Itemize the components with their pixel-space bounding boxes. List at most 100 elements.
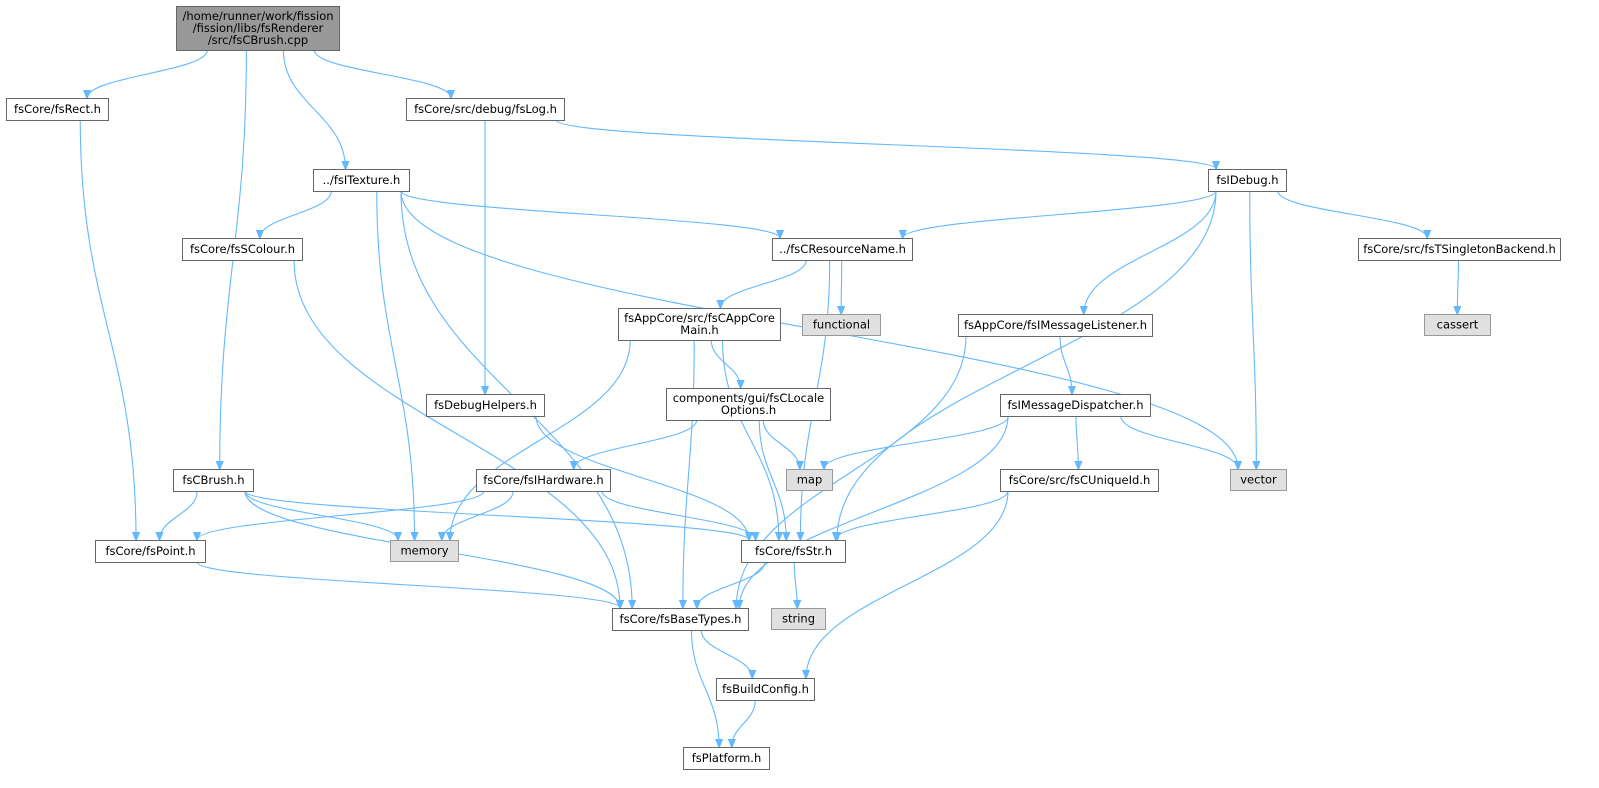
node-box[interactable] [1000,394,1151,417]
node-box[interactable] [6,98,109,121]
node-label: cassert [1437,318,1479,332]
edge-fsCAppCoreMain-to-fsCLocaleOptions [710,339,740,388]
node-fsDebugHelpers[interactable]: fsDebugHelpers.h [426,394,545,417]
node-fsIMessageListener[interactable]: fsAppCore/fsIMessageListener.h [958,314,1153,337]
node-label: Options.h [721,403,776,417]
edge-fsStr-to-fsBaseTypes [697,561,766,608]
edge-fsIHardware-to-fsStr [601,490,756,540]
node-label: fsDebugHelpers.h [434,398,537,412]
node-box[interactable] [618,308,781,341]
node-box[interactable] [666,388,831,421]
node-box[interactable] [1208,169,1287,192]
edge-fsIDebug-to-vector [1249,190,1257,469]
edge-fsIHardware-to-memory [442,490,514,540]
edge-fsCLocaleOptions-to-map [762,419,800,469]
node-box[interactable] [1000,469,1159,492]
node-fsPoint[interactable]: fsCore/fsPoint.h [95,540,206,563]
node-cassert[interactable]: cassert [1424,314,1491,336]
node-box[interactable] [683,747,770,770]
node-fsPlatform[interactable]: fsPlatform.h [683,747,770,770]
node-box[interactable] [958,314,1153,337]
node-box[interactable] [1358,238,1561,261]
node-box[interactable] [741,540,846,563]
node-label: functional [813,318,870,332]
node-functional[interactable]: functional [802,314,881,336]
node-box[interactable] [176,6,340,51]
node-label: fsPlatform.h [692,751,761,765]
edge-fsBuildConfig-to-fsPlatform [732,699,756,747]
edge-fsCBrush-to-memory [244,490,398,540]
node-fsITexture[interactable]: ../fsITexture.h [313,169,410,192]
node-fsLog[interactable]: fsCore/src/debug/fsLog.h [406,98,565,121]
edge-fsDebugHelpers-to-fsStr [535,415,749,540]
node-string[interactable]: string [771,608,826,630]
node-root[interactable]: /home/runner/work/fission/fission/libs/f… [176,6,340,51]
node-label: fsCore/src/fsTSingletonBackend.h [1363,242,1556,256]
node-label: fsCore/fsBaseTypes.h [620,612,742,626]
node-fsBuildConfig[interactable]: fsBuildConfig.h [716,678,815,701]
node-box[interactable] [406,98,565,121]
edge-fsTSingletonBackend-to-cassert [1457,259,1458,314]
node-fsIHardware[interactable]: fsCore/fsIHardware.h [476,469,611,492]
node-box[interactable] [802,314,881,336]
node-fsCResourceName[interactable]: ../fsCResourceName.h [772,238,913,261]
edge-fsCAppCoreMain-to-fsStr [721,339,779,540]
node-label: /home/runner/work/fission [182,9,333,23]
node-fsSColour[interactable]: fsCore/fsSColour.h [182,238,303,261]
edge-fsIHardware-to-fsPoint [197,490,485,540]
node-vector[interactable]: vector [1230,469,1287,491]
node-label: fsCore/fsSColour.h [190,242,295,256]
node-box[interactable] [173,469,254,492]
node-box[interactable] [182,238,303,261]
node-box[interactable] [772,238,913,261]
edge-fsITexture-to-memory [376,190,415,540]
edge-fsIMessageDispatcher-to-fsCUniqueId [1076,415,1078,469]
edge-fsIMessageListener-to-fsBaseTypes [736,335,967,608]
node-box[interactable] [426,394,545,417]
node-box[interactable] [716,678,815,701]
node-box[interactable] [771,608,826,630]
node-label: fsBuildConfig.h [722,682,809,696]
node-fsIDebug[interactable]: fsIDebug.h [1208,169,1287,192]
node-label: ../fsCResourceName.h [779,242,906,256]
node-fsCUniqueId[interactable]: fsCore/src/fsCUniqueId.h [1000,469,1159,492]
node-memory[interactable]: memory [390,540,459,562]
node-fsTSingletonBackend[interactable]: fsCore/src/fsTSingletonBackend.h [1358,238,1561,261]
node-box[interactable] [476,469,611,492]
node-fsStr[interactable]: fsCore/fsStr.h [741,540,846,563]
node-fsRect[interactable]: fsCore/fsRect.h [6,98,109,121]
node-box[interactable] [612,608,749,631]
edge-fsITexture-to-fsSColour [260,190,332,238]
edge-fsIMessageListener-to-fsIMessageDispatcher [1059,335,1072,394]
node-box[interactable] [1424,314,1491,336]
nodes-layer: /home/runner/work/fission/fission/libs/f… [6,6,1561,770]
edge-fsIMessageDispatcher-to-vector [1120,415,1238,469]
node-label: fsCore/fsPoint.h [105,544,195,558]
node-label: fsAppCore/src/fsCAppCore [624,311,775,325]
node-label: /fission/libs/fsRenderer [193,21,324,35]
node-box[interactable] [1230,469,1287,491]
node-label: fsCore/src/fsCUniqueId.h [1009,473,1150,487]
edge-root-to-fsITexture [282,49,345,169]
edge-fsCLocaleOptions-to-fsStr [758,419,786,540]
edge-root-to-fsLog [313,49,451,98]
edge-fsLog-to-fsIDebug [555,119,1216,169]
node-box[interactable] [390,540,459,562]
edge-fsCUniqueId-to-fsBuildConfig [806,490,1009,678]
node-box[interactable] [786,469,833,491]
node-map[interactable]: map [786,469,833,491]
node-box[interactable] [95,540,206,563]
edge-fsIMessageDispatcher-to-fsBaseTypes [739,415,1009,608]
edge-fsCAppCoreMain-to-fsBaseTypes [683,339,695,608]
node-box[interactable] [313,169,410,192]
node-fsBaseTypes[interactable]: fsCore/fsBaseTypes.h [612,608,749,631]
edge-fsCAppCoreMain-to-memory [450,339,631,540]
node-fsCBrush[interactable]: fsCBrush.h [173,469,254,492]
node-fsIMessageDispatcher[interactable]: fsIMessageDispatcher.h [1000,394,1151,417]
edges-layer [79,49,1458,747]
edge-fsIDebug-to-fsStr [837,190,1217,540]
node-label: /src/fsCBrush.cpp [208,33,308,47]
